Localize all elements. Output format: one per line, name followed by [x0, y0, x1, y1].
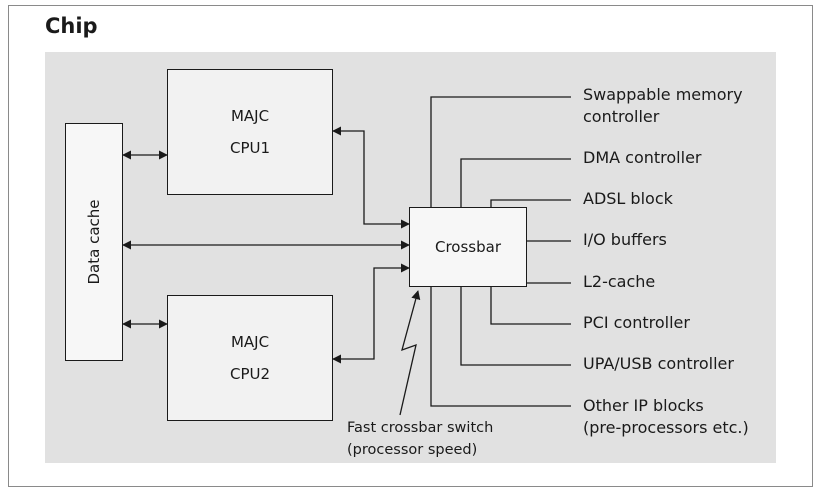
port-label-line: controller [583, 107, 660, 126]
cpu1-type-label: MAJC [230, 107, 270, 125]
crossbar-label: Crossbar [435, 238, 501, 256]
port-label-l2: L2-cache [583, 272, 656, 291]
fast-switch-pointer [399, 290, 421, 416]
data-cache-block: Data cache [65, 123, 123, 361]
port-label-adsl: ADSL block [583, 189, 673, 208]
cpu2-block: MAJC CPU2 [167, 295, 333, 421]
annotation-line: Fast crossbar switch [347, 420, 494, 436]
port-label-pci: PCI controller [583, 313, 690, 332]
port-label-dma: DMA controller [583, 148, 702, 167]
port-label-line: Other IP blocks [583, 396, 704, 415]
port-link-dma [460, 158, 571, 207]
cpu1-name-label: CPU1 [229, 139, 271, 157]
cpu2-name-label: CPU2 [229, 365, 271, 383]
cpu1-crossbar-link [332, 126, 410, 229]
port-link-other [430, 287, 571, 407]
port-label-usb: UPA/USB controller [583, 354, 734, 373]
crossbar-block: Crossbar [409, 207, 527, 287]
port-link-swappable [430, 96, 571, 207]
fast-switch-annotation: Fast crossbar switch (processor speed) [347, 417, 493, 461]
port-label-line: Swappable memory [583, 85, 743, 104]
port-label-swappable: Swappable memory controller [583, 84, 743, 128]
port-link-usb [460, 287, 571, 366]
port-label-io: I/O buffers [583, 230, 667, 249]
port-label-other: Other IP blocks (pre-processors etc.) [583, 395, 749, 439]
port-link-pci [490, 287, 571, 325]
port-label-line: (pre-processors etc.) [583, 418, 749, 437]
data-cache-label: Data cache [85, 199, 103, 285]
cpu2-type-label: MAJC [230, 333, 270, 351]
cpu1-block: MAJC CPU1 [167, 69, 333, 195]
port-link-adsl [490, 199, 571, 207]
annotation-line: (processor speed) [347, 442, 478, 458]
chip-title: Chip [45, 14, 98, 38]
cpu2-crossbar-link [332, 263, 410, 364]
